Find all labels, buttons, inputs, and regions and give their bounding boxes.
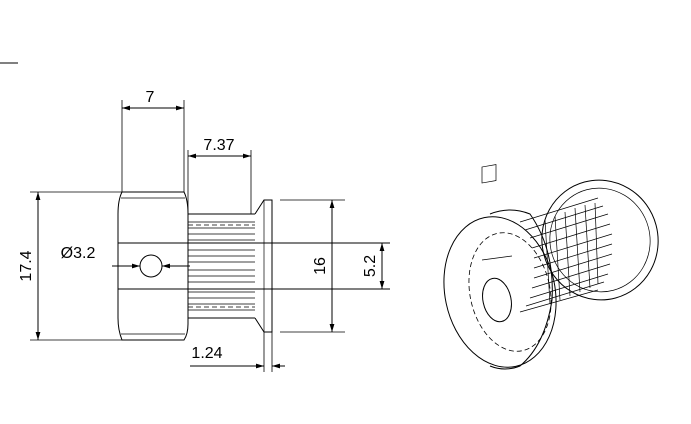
flange: [254, 199, 273, 333]
dimension-bore-diameter: 5.2: [362, 243, 385, 289]
dim-label-flange-thickness: 1.24: [191, 345, 222, 362]
dim-label-bore-diameter: 5.2: [362, 255, 379, 277]
dimension-tooth-diameter: 16: [312, 200, 335, 332]
dim-label-tooth-diameter: 16: [312, 257, 329, 275]
dimension-hole-diameter: Ø3.2: [61, 245, 190, 269]
dimension-tooth-length: 7.37: [188, 137, 251, 159]
isometric-view: [443, 164, 659, 370]
side-view: [30, 100, 390, 372]
set-screw-hole: [139, 254, 163, 278]
iso-bore: [482, 277, 512, 323]
dim-label-outer-diameter: 17.4: [18, 250, 35, 281]
dim-label-hub-length: 7: [146, 89, 155, 106]
dimension-outer-diameter: 17.4: [18, 192, 41, 340]
dimension-hub-length: 7: [122, 89, 184, 111]
iso-teeth: [519, 197, 613, 313]
iso-set-screw: [481, 164, 497, 184]
dim-label-tooth-length: 7.37: [203, 137, 234, 154]
iso-hub-body: [489, 209, 553, 370]
dim-label-hole-diameter: Ø3.2: [61, 245, 96, 262]
iso-hub-face: [443, 216, 557, 368]
pulley-teeth: [188, 213, 255, 319]
dimension-flange-thickness: 1.24: [190, 345, 285, 369]
